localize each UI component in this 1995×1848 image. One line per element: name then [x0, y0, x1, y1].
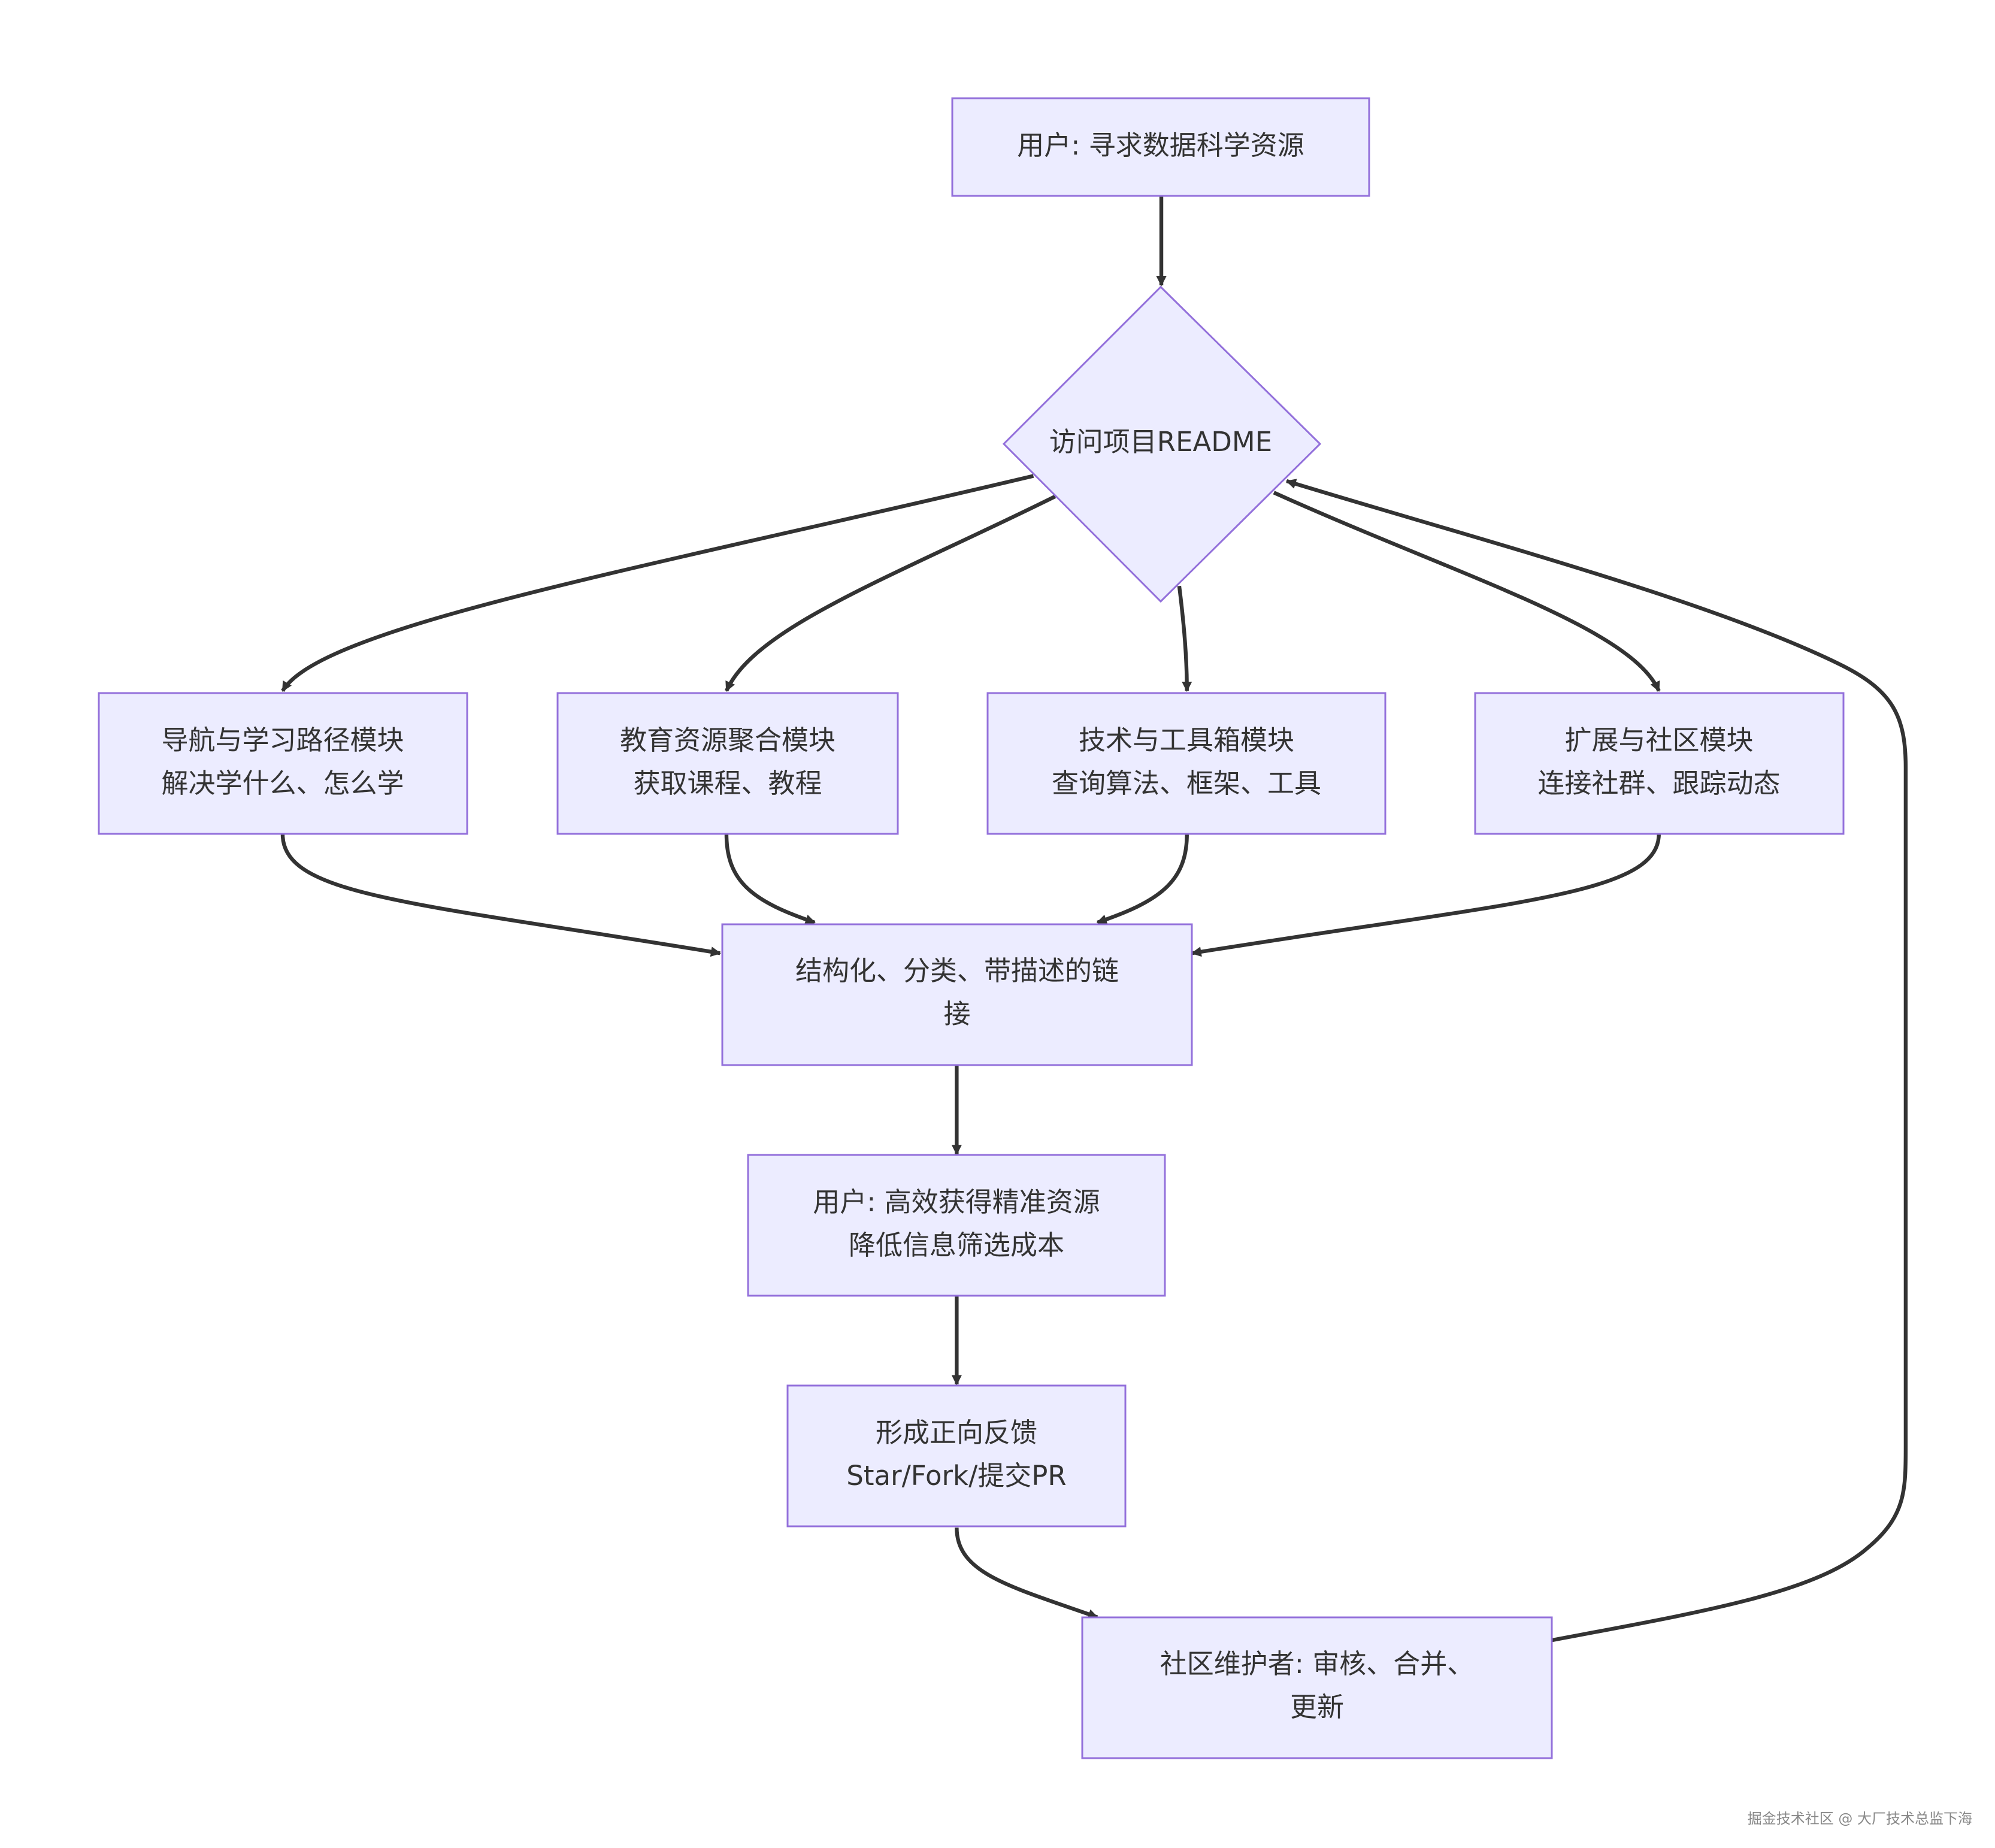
node-label-line: 访问项目README — [1049, 426, 1272, 458]
node-tech-box — [986, 692, 1386, 835]
edge-edu-to-links — [724, 834, 816, 925]
node-label-line: 查询算法、框架、工具 — [1052, 767, 1321, 799]
node-user-seek-text: 用户: 寻求数据科学资源 — [1017, 129, 1304, 161]
edge-readme-to-edu — [725, 494, 1056, 692]
node-links-box — [721, 923, 1193, 1066]
node-label-line: 社区维护者: 审核、合并、 — [1160, 1648, 1474, 1680]
edge-nav-to-links — [280, 834, 721, 957]
node-readme-diamond — [1002, 285, 1322, 603]
edge-maintainer-to-readme — [1285, 479, 1908, 1643]
node-user-seek-box — [951, 97, 1370, 197]
node-readme-text: 访问项目README — [1049, 426, 1272, 458]
node-ext-box — [1474, 692, 1845, 835]
node-label-line: 教育资源聚合模块 — [620, 724, 835, 756]
node-feedback-box — [786, 1384, 1127, 1528]
node-label-line: 用户: 高效获得精准资源 — [813, 1186, 1100, 1218]
node-readme-decision[interactable]: 访问项目README — [1002, 285, 1322, 603]
node-label-line: 更新 — [1290, 1691, 1344, 1723]
node-maintainer-box — [1081, 1616, 1553, 1759]
node-label-line: 导航与学习路径模块 — [161, 724, 404, 756]
node-user-gain-box — [747, 1154, 1166, 1297]
node-label-line: 结构化、分类、带描述的链 — [795, 955, 1119, 987]
node-edu-text: 教育资源聚合模块获取课程、教程 — [620, 724, 835, 799]
node-label-line: 解决学什么、怎么学 — [161, 767, 404, 799]
node-positive-feedback[interactable]: 形成正向反馈 Star/Fork/提交PR — [786, 1384, 1127, 1528]
node-community-maintainer[interactable]: 社区维护者: 审核、合并、更新 — [1081, 1616, 1553, 1759]
node-tech-text: 技术与工具箱模块查询算法、框架、工具 — [1052, 724, 1321, 799]
node-label-line: Star/Fork/提交PR — [846, 1460, 1066, 1492]
node-label-line: 接 — [943, 998, 970, 1030]
node-nav-box — [98, 692, 468, 835]
node-user-seek-resources[interactable]: 用户: 寻求数据科学资源 — [951, 97, 1370, 197]
node-label-line: 降低信息筛选成本 — [849, 1229, 1064, 1261]
edges — [280, 195, 1908, 1643]
node-label-line: 形成正向反馈 — [876, 1417, 1037, 1448]
node-label-line: 技术与工具箱模块 — [1079, 724, 1294, 756]
node-label-line: 连接社群、跟踪动态 — [1537, 767, 1780, 799]
node-ext-text: 扩展与社区模块连接社群、跟踪动态 — [1537, 724, 1780, 799]
node-feedback-text: 形成正向反馈 Star/Fork/提交PR — [846, 1417, 1066, 1492]
node-ext-module[interactable]: 扩展与社区模块连接社群、跟踪动态 — [1474, 692, 1845, 835]
edge-feedback-to-maintainer — [955, 1528, 1098, 1619]
node-structured-links[interactable]: 结构化、分类、带描述的链接 — [721, 923, 1193, 1066]
node-user-gain[interactable]: 用户: 高效获得精准资源降低信息筛选成本 — [747, 1154, 1166, 1297]
edge-readme-to-tech — [1177, 585, 1192, 692]
edge-ext-to-links — [1191, 834, 1661, 957]
node-maintainer-text: 社区维护者: 审核、合并、更新 — [1160, 1648, 1474, 1723]
node-tech-module[interactable]: 技术与工具箱模块查询算法、框架、工具 — [986, 692, 1386, 835]
node-user-gain-text: 用户: 高效获得精准资源降低信息筛选成本 — [813, 1186, 1100, 1261]
node-label-line: 扩展与社区模块 — [1564, 724, 1753, 756]
node-links-text: 结构化、分类、带描述的链接 — [795, 955, 1119, 1030]
edge-tech-to-links — [1096, 834, 1189, 925]
node-label-line: 用户: 寻求数据科学资源 — [1017, 129, 1304, 161]
node-edu-module[interactable]: 教育资源聚合模块获取课程、教程 — [556, 692, 899, 835]
watermark: 掘金技术社区 @ 大厂技术总监下海 — [1747, 1810, 1972, 1827]
node-nav-module[interactable]: 导航与学习路径模块解决学什么、怎么学 — [98, 692, 468, 835]
edge-readme-to-nav — [281, 474, 1034, 692]
node-label-line: 获取课程、教程 — [633, 767, 822, 799]
node-edu-box — [556, 692, 899, 835]
node-nav-text: 导航与学习路径模块解决学什么、怎么学 — [161, 724, 404, 799]
edge-readme-to-ext — [1273, 491, 1661, 692]
nodes: 用户: 寻求数据科学资源 访问项目README 导航与学习路径模块解决学什么、怎… — [98, 97, 1845, 1759]
